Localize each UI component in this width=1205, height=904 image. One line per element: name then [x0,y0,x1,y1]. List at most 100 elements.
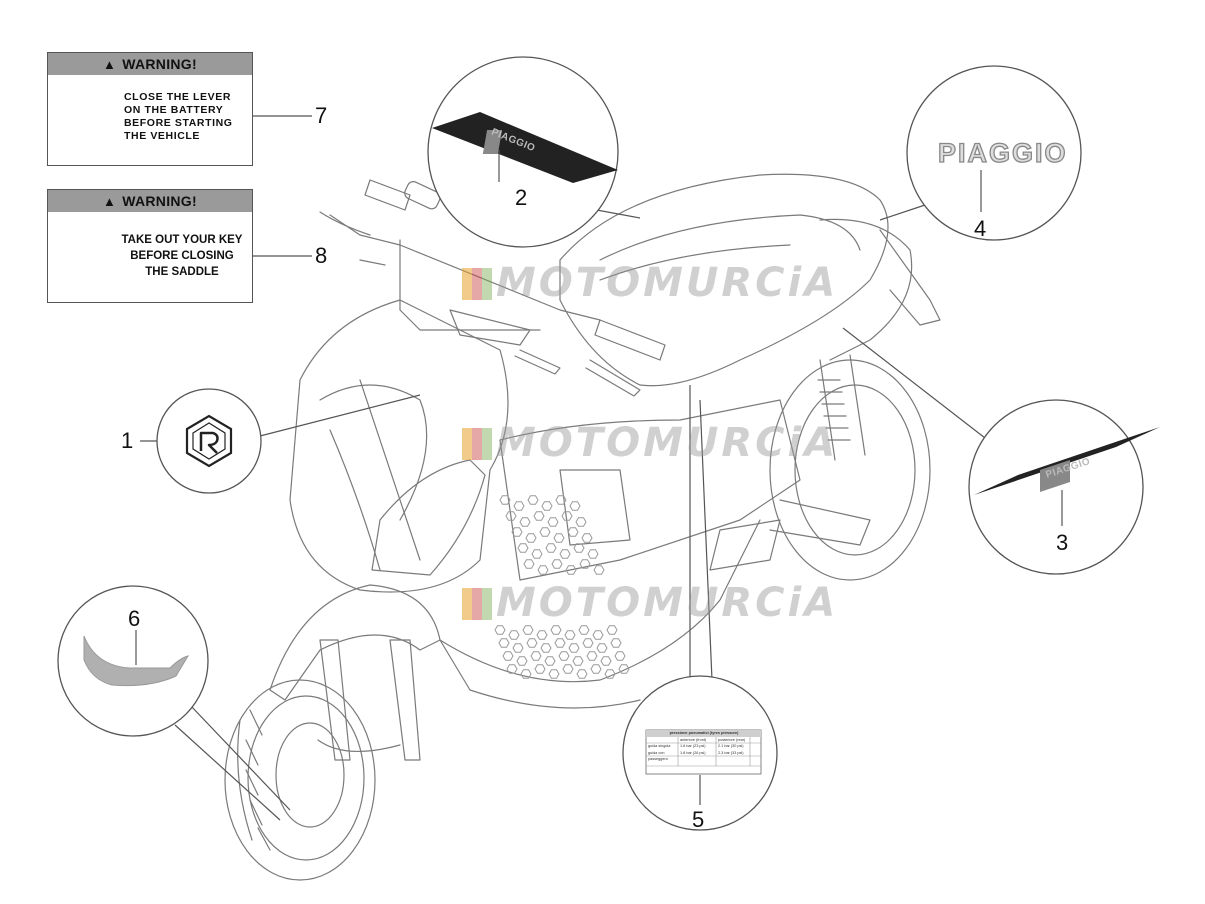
callout-8: 8 [315,243,328,268]
warning-line: THE VEHICLE [124,130,201,142]
floor-hexagon [555,495,567,505]
floor-hexagon [586,651,598,661]
floor-hexagon [573,543,585,553]
warning-line: CLOSE THE LEVER [124,91,232,103]
warning-header-text: WARNING! [122,193,197,209]
callout-7: 7 [315,103,328,128]
floor-hexagon [547,517,559,527]
watermark-text: MOTOMURCiA [496,580,839,626]
callout-3: 3 [1056,530,1069,555]
floor-hexagon [537,565,549,575]
floor-hexagon [618,664,630,674]
piaggio-wordmark-decal: PIAGGIO [937,137,1068,168]
tyre-label-row1-front: 1.6 bar (23 psi) [680,744,706,748]
stripe-decal-3 [974,427,1160,495]
warning-header-text: WARNING! [122,56,197,72]
floor-hexagon [499,495,511,505]
floor-hexagon [561,511,573,521]
floor-hexagon [550,625,562,635]
floor-hexagon [567,527,579,537]
floor-hexagon [548,669,560,679]
leader-lines [140,115,986,821]
watermark-text: MOTOMURCiA [496,420,839,466]
detail-circle-4 [906,65,1082,241]
floor-hexagon [502,651,514,661]
floor-hexagon [508,630,520,640]
floor-hexagon [544,656,556,666]
watermark: MOTOMURCiA [462,260,838,306]
warning-label-key: ▲ WARNING! TAKE OUT YOUR KEY BEFORE CLOS… [47,189,253,303]
floor-hexagon [564,630,576,640]
leader-5b [699,399,713,681]
floor-hexagon [531,549,543,559]
floor-hexagon [562,664,574,674]
floor-hexagon [494,625,506,635]
floor-hexagon [576,669,588,679]
floor-hexagon [559,549,571,559]
floor-hexagon [553,533,565,543]
watermark: MOTOMURCiA [462,420,838,466]
floor-hexagon [517,543,529,553]
tyre-label-row2-rear: 2.3 bar (33 psi) [718,750,744,755]
floor-hexagon [579,559,591,569]
tyre-label-row1: guida singola [648,744,671,748]
floor-hexagon [558,651,570,661]
floor-hexagon [541,501,553,511]
floor-hexagon [596,643,608,653]
watermark: MOTOMURCiA [462,580,838,626]
floor-hexagon [530,651,542,661]
floor-hexagon [610,638,622,648]
floor-hexagon [534,664,546,674]
callout-2: 2 [515,185,528,210]
tyre-label-row2: guida con passeggero [648,750,668,762]
floor-hexagon [582,638,594,648]
detail-circle-6 [57,585,209,737]
front-tyre [224,679,376,881]
floor-hexagon [578,625,590,635]
floor-hexagon [506,664,518,674]
floor-hexagon [568,643,580,653]
warning-triangle-icon: ▲ [103,56,117,72]
floor-hexagon [592,630,604,640]
floor-hexagon [513,501,525,511]
floor-hexagon [505,511,517,521]
piaggio-shield-logo-icon [185,414,233,468]
warning-header: ▲ WARNING! [48,53,252,75]
floor-hexagon [519,517,531,527]
seat-decal-6 [83,635,190,687]
floor-hexagon [551,559,563,569]
floor-hexagon [523,559,535,569]
leader-3 [842,327,986,439]
floor-hexagon [581,533,593,543]
watermark-bars [462,268,492,300]
floor-hexagon [554,638,566,648]
warning-line: ON THE BATTERY [124,104,224,116]
floor-hexagon [511,527,523,537]
warning-line: BEFORE STARTING [124,117,233,129]
floor-hexagon [536,630,548,640]
floor-hexagon [587,549,599,559]
floor-hexagon [516,656,528,666]
warning-text-key: TAKE OUT YOUR KEY BEFORE CLOSING THE SAD… [112,232,252,280]
floor-hexagon [539,527,551,537]
watermark-bars [462,588,492,620]
detail-circle-3 [968,399,1144,575]
warning-text-battery: CLOSE THE LEVER ON THE BATTERY BEFORE ST… [124,91,252,143]
floor-hexagon [545,543,557,553]
floor-hexagon [604,669,616,679]
floor-hexagon [522,625,534,635]
stripe-decal-2 [432,112,618,183]
floor-hexagon [572,656,584,666]
tyre-label-row1-rear: 2.1 bar (30 psi) [718,744,744,748]
floor-hexagon [569,501,581,511]
warning-line: THE SADDLE [145,266,219,278]
warning-header: ▲ WARNING! [48,190,252,212]
callout-6: 6 [128,606,141,631]
floor-hexagon [606,625,618,635]
leader-6a [189,704,291,811]
floor-hexagon [540,643,552,653]
watermark-bars [462,428,492,460]
floor-hexagon [525,533,537,543]
floor-hexagon [526,638,538,648]
watermark-text: MOTOMURCiA [496,260,839,306]
